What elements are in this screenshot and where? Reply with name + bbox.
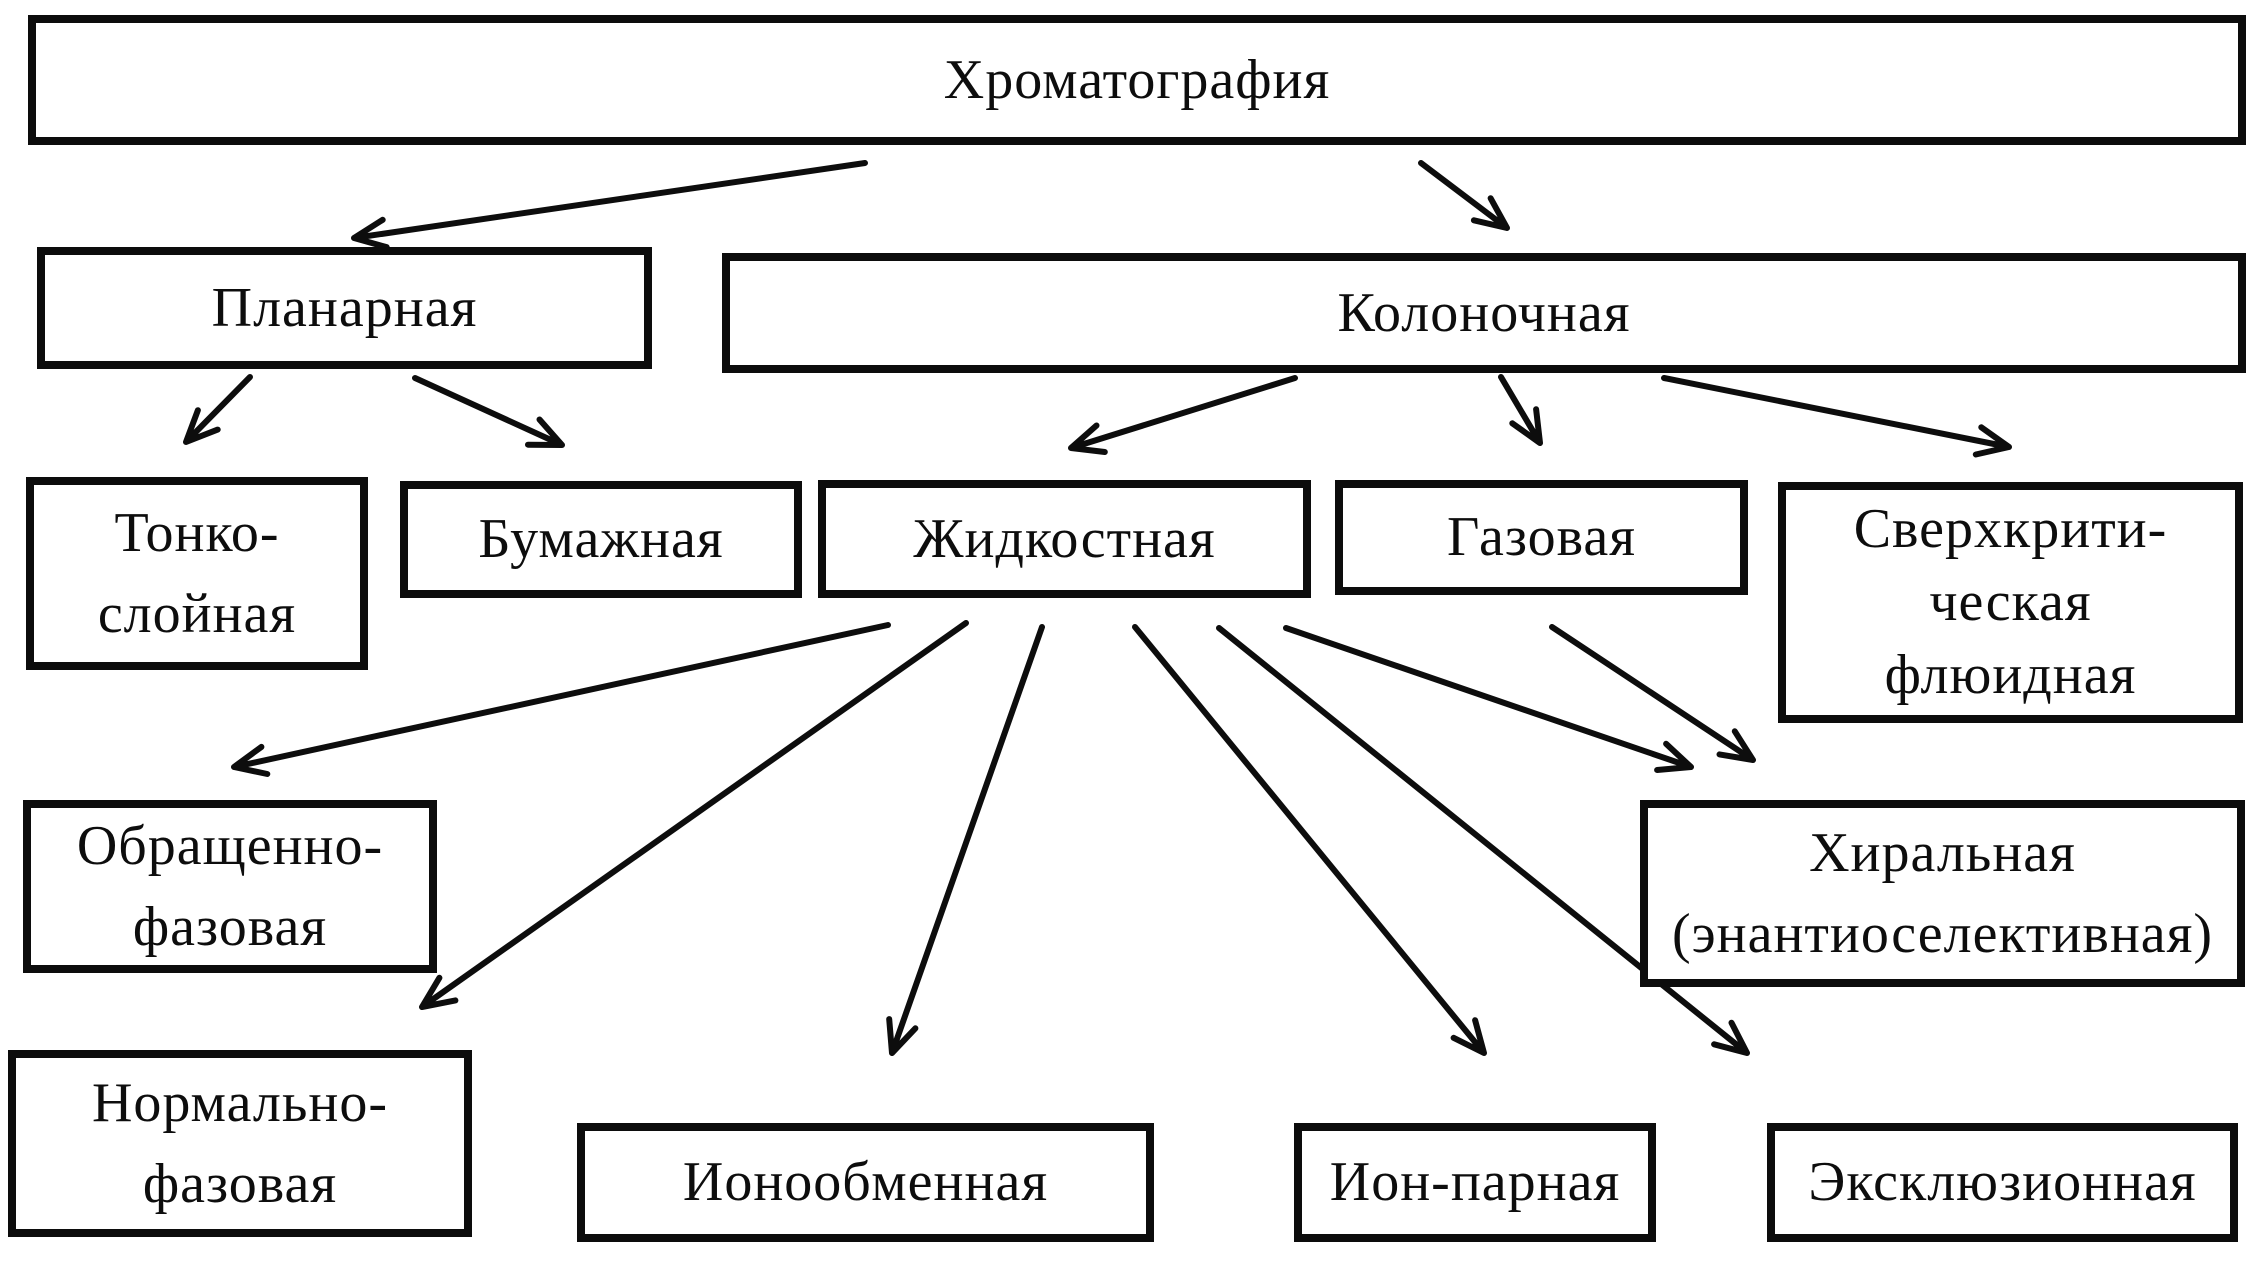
arrow-column-to-liquid (1068, 375, 1298, 455)
node-ion-pair: Ион-парная (1294, 1123, 1656, 1242)
arrow-planar-to-thin_layer (183, 374, 253, 445)
arrow-liquid-to-reversed_phase (231, 622, 891, 777)
node-column: Колоночная (722, 253, 2246, 373)
node-chromatography: Хроматография (28, 15, 2246, 145)
arrow-liquid-to-chiral (1283, 625, 1694, 773)
node-reversed-phase: Обращенно- фазовая (23, 800, 437, 973)
arrow-liquid-to-ion_pair (1132, 624, 1487, 1056)
node-planar: Планарная (37, 247, 652, 369)
arrow-planar-to-paper (412, 375, 565, 448)
node-paper: Бумажная (400, 481, 802, 598)
arrow-chromatography-to-planar (351, 160, 868, 251)
node-supercritical-fluid: Сверхкрити- ческая флюидная (1778, 482, 2243, 723)
arrow-gas-to-chiral (1549, 624, 1756, 763)
node-liquid: Жидкостная (818, 480, 1311, 598)
node-chiral-enantioselective: Хиральная (энантиоселективная) (1640, 800, 2245, 987)
arrow-column-to-supercritical (1661, 375, 2012, 458)
arrow-liquid-to-normal_phase (419, 620, 969, 1010)
arrow-column-to-gas (1498, 374, 1543, 446)
node-ion-exchange: Ионообменная (577, 1123, 1154, 1242)
node-thin-layer: Тонко- слойная (26, 477, 368, 670)
node-normal-phase: Нормально- фазовая (8, 1050, 472, 1237)
node-gas: Газовая (1335, 480, 1748, 595)
arrow-chromatography-to-column (1418, 160, 1510, 231)
arrow-liquid-to-ion_exchange (886, 624, 1045, 1056)
node-exclusion: Эксклюзионная (1767, 1123, 2238, 1242)
